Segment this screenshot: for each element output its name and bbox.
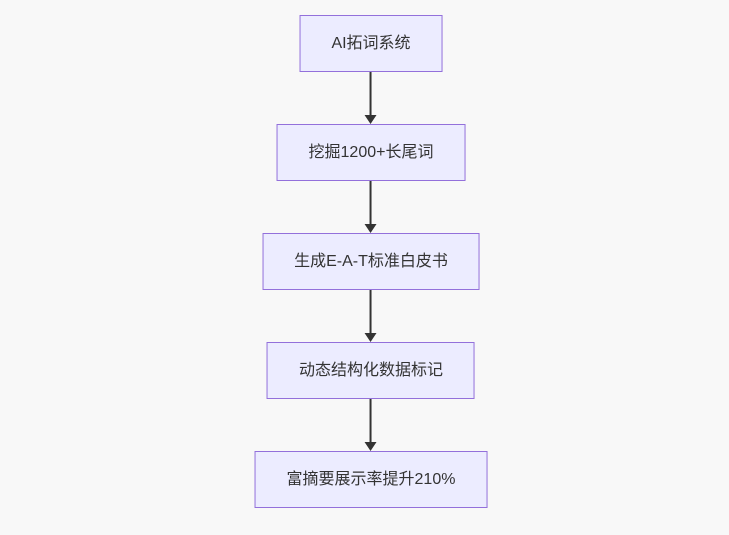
arrow-line [370, 72, 372, 115]
flow-node-dynamic-structured-data-markup: 动态结构化数据标记 [266, 342, 475, 399]
flowchart: AI拓词系统 挖掘1200+长尾词 生成E-A-T标准白皮书 动态结构化数据标记… [254, 15, 488, 508]
arrow-line [370, 399, 372, 442]
arrow-line [370, 290, 372, 333]
arrowhead-down-icon [365, 115, 377, 124]
arrow-down [365, 399, 377, 451]
flow-node-rich-snippet-rate-increase: 富摘要展示率提升210% [254, 451, 488, 508]
arrowhead-down-icon [365, 224, 377, 233]
arrow-line [370, 181, 372, 224]
arrowhead-down-icon [365, 442, 377, 451]
arrow-down [365, 72, 377, 124]
flow-node-generate-eat-whitepaper: 生成E-A-T标准白皮书 [262, 233, 480, 290]
flow-node-mine-longtail-keywords: 挖掘1200+长尾词 [276, 124, 466, 181]
flow-node-ai-word-expansion-system: AI拓词系统 [299, 15, 443, 72]
arrow-down [365, 290, 377, 342]
arrowhead-down-icon [365, 333, 377, 342]
arrow-down [365, 181, 377, 233]
